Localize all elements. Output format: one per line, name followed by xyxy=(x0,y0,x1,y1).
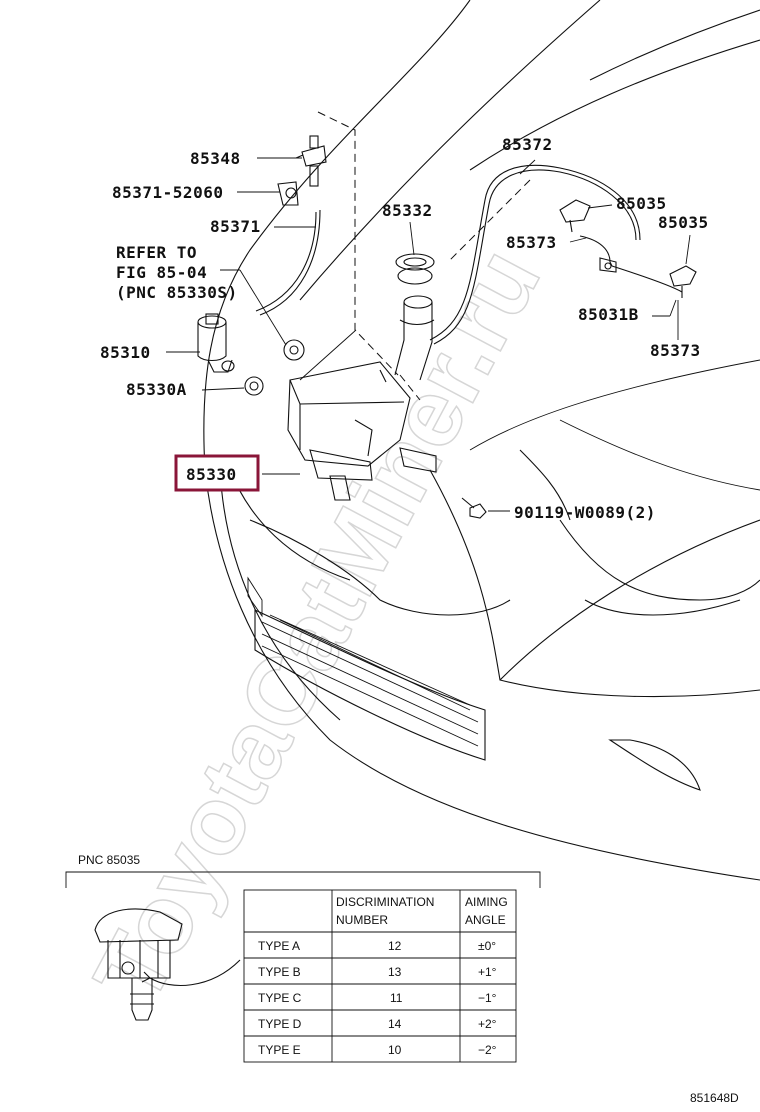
label-85373-a[interactable]: 85373 xyxy=(506,233,557,252)
header-number: NUMBER xyxy=(336,913,388,927)
label-85031b[interactable]: 85031B xyxy=(578,305,639,324)
hose-joint-part-85031b[interactable] xyxy=(599,257,617,273)
row-angle: +1° xyxy=(478,965,497,979)
row-type: TYPE A xyxy=(258,939,300,953)
refer-note-line2: FIG 85-04 xyxy=(116,263,207,282)
label-85332[interactable]: 85332 xyxy=(382,201,433,220)
row-number: 10 xyxy=(388,1043,402,1057)
label-85373-b[interactable]: 85373 xyxy=(650,341,701,360)
grommet-part-85330a[interactable] xyxy=(244,376,264,396)
washer-tank-part-85330[interactable] xyxy=(287,361,437,501)
row-number: 14 xyxy=(388,1017,402,1031)
row-angle: ±0° xyxy=(478,939,496,953)
label-85372[interactable]: 85372 xyxy=(502,135,553,154)
row-type: TYPE C xyxy=(258,991,302,1005)
label-85035-a[interactable]: 85035 xyxy=(616,194,667,213)
row-number: 12 xyxy=(388,939,402,953)
row-number: 11 xyxy=(390,991,403,1005)
leader-lines xyxy=(166,157,691,512)
nozzle-detail-drawing xyxy=(94,908,241,1021)
refer-note[interactable]: REFER TO FIG 85-04 (PNC 85330S) xyxy=(116,243,238,302)
refer-note-line1: REFER TO xyxy=(116,243,197,262)
pump-motor-part-85310[interactable] xyxy=(197,313,235,373)
row-type: TYPE D xyxy=(258,1017,302,1031)
row-type: TYPE B xyxy=(258,965,301,979)
aiming-angle-table: DISCRIMINATION NUMBER AIMING ANGLE TYPE … xyxy=(243,889,517,1063)
row-number: 13 xyxy=(388,965,402,979)
label-85348[interactable]: 85348 xyxy=(190,149,241,168)
washer-nozzle-part-85035-a[interactable] xyxy=(559,199,591,233)
refer-note-line3: (PNC 85330S) xyxy=(116,283,238,302)
row-angle: −1° xyxy=(478,991,497,1005)
inset-title: PNC 85035 xyxy=(78,853,140,867)
part-labels: 85348 85371-52060 85371 85332 85372 8503… xyxy=(100,135,709,522)
label-85310[interactable]: 85310 xyxy=(100,343,151,362)
check-valve-part-85348[interactable] xyxy=(295,135,327,187)
filler-neck xyxy=(394,295,435,381)
label-90119[interactable]: 90119-W0089(2) xyxy=(514,503,656,522)
hose-clip-part-85371-52060[interactable] xyxy=(277,181,299,206)
label-85371[interactable]: 85371 xyxy=(210,217,261,236)
header-discrimination: DISCRIMINATION xyxy=(336,895,434,909)
label-85035-b[interactable]: 85035 xyxy=(658,213,709,232)
grommet-part-85332[interactable] xyxy=(395,253,435,285)
selected-part-box[interactable]: 85330 xyxy=(174,454,260,492)
row-type: TYPE E xyxy=(258,1043,301,1057)
inset-pnc-85035: PNC 85035 DISCRIMINATION NUMBER AIMIN xyxy=(65,853,541,1063)
dashed-boundaries xyxy=(317,111,531,401)
row-angle: −2° xyxy=(478,1043,497,1057)
header-angle: ANGLE xyxy=(465,913,506,927)
washer-nozzle-part-85035-b[interactable] xyxy=(669,265,697,298)
label-85330a[interactable]: 85330A xyxy=(126,380,187,399)
bolt-part-90119[interactable] xyxy=(461,497,487,519)
label-85371-52060[interactable]: 85371-52060 xyxy=(112,183,223,202)
row-angle: +2° xyxy=(478,1017,497,1031)
header-aiming: AIMING xyxy=(465,895,508,909)
pump-grommet xyxy=(283,339,305,361)
label-85330: 85330 xyxy=(186,465,237,484)
car-body-outline xyxy=(203,0,760,881)
diagram-id: 851648D xyxy=(690,1091,739,1105)
